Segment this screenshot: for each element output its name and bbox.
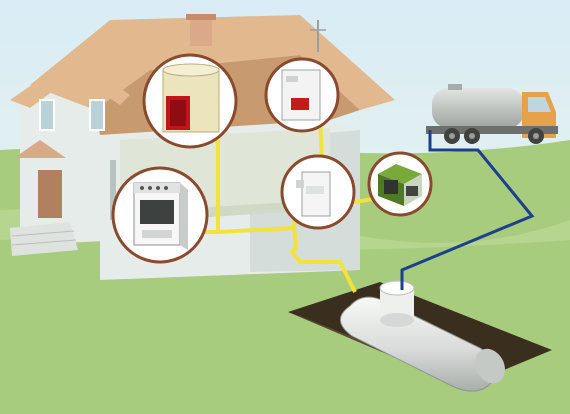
window (89, 99, 105, 131)
generator-icon (378, 164, 422, 206)
door (38, 170, 62, 218)
underground-tank-icon (288, 280, 552, 392)
tanker-truck-icon (426, 84, 558, 144)
generator-callout (367, 151, 433, 217)
porch-roof (14, 140, 66, 158)
gas-meter-icon (296, 171, 331, 217)
water-heater-callout (264, 57, 340, 133)
water-heater-icon (281, 69, 321, 121)
gas-stove-callout (111, 166, 209, 264)
truck-tank (432, 88, 524, 128)
gas-meter-callout (280, 154, 356, 230)
boiler-icon (162, 63, 220, 133)
gas-stove-icon (133, 182, 188, 250)
window (39, 99, 55, 131)
boiler-callout (142, 53, 238, 149)
fill-line (400, 130, 535, 290)
porch-steps (10, 222, 78, 256)
chimney (190, 18, 212, 46)
